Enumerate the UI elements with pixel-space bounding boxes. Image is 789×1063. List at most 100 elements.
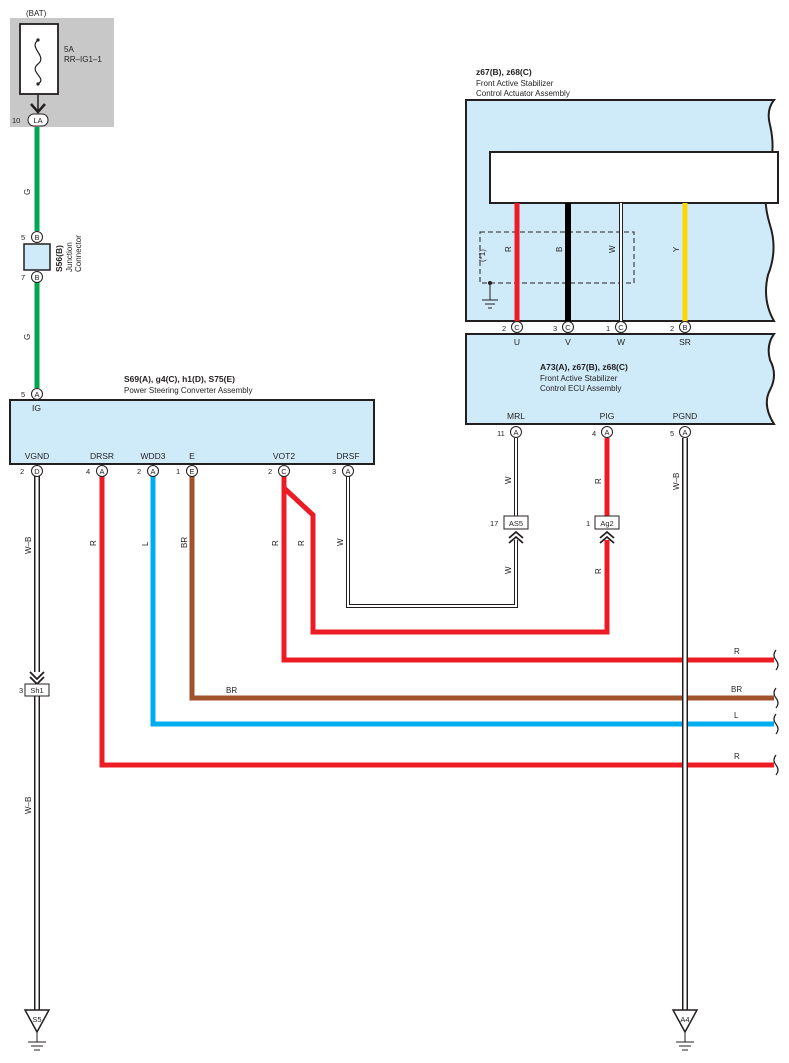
ecu-badge-pgnd	[679, 426, 691, 438]
ecu-body	[465, 333, 776, 425]
drsr-wire-color: R	[89, 540, 98, 546]
junction-name-line2: Connector	[74, 235, 83, 272]
ground-s5-label: S5	[32, 1015, 41, 1024]
actuator-name-line1: Front Active Stabilizer	[476, 79, 554, 88]
inline-connector-sh1: 3 Sh1	[19, 671, 50, 697]
ground-s5: S5	[23, 1009, 51, 1051]
offpage-label-3: L	[734, 711, 739, 720]
actuator-badge-v	[562, 321, 574, 333]
drsf-wire-outline	[346, 472, 518, 608]
ecu-ids: A73(A), z67(B), z68(C)	[540, 362, 628, 372]
ig-wire: G G	[23, 127, 40, 388]
junction-body	[23, 243, 51, 271]
actuator-label-u: U	[514, 337, 520, 347]
actuator-conn-u: C	[514, 323, 520, 332]
offpage-label-1: R	[734, 647, 740, 656]
sh1-id: Sh1	[30, 686, 43, 695]
conn-drsr: A	[99, 467, 104, 476]
ecu-label-pig: PIG	[600, 411, 615, 421]
pgnd-wire-color: W–B	[672, 473, 681, 490]
power-pin-number: 10	[12, 116, 20, 125]
fuse-name: RR–IG1–1	[64, 55, 102, 64]
junction-connector: 5 B 7 B S56(B) Junction Connector	[21, 231, 83, 283]
break-mark-icon	[773, 649, 779, 671]
vot2-wire-pig	[282, 486, 610, 635]
badge-drsf	[342, 465, 354, 477]
actuator-note: (*1)	[478, 249, 487, 262]
terminal-label-drsr: DRSR	[90, 451, 114, 461]
ecu-pin-pig: 4	[592, 429, 596, 438]
fuse-block: (BAT) 5A RR–IG1–1 10 LA	[10, 9, 114, 127]
power-connector-badge	[27, 113, 49, 127]
badge-e	[186, 465, 198, 477]
connector-chevron-icon	[508, 530, 524, 544]
vgnd-wire-color-top: W–B	[24, 537, 33, 554]
pig-wire-color-top: R	[594, 478, 603, 484]
actuator-ground-node	[488, 281, 492, 285]
conn-e: E	[189, 467, 194, 476]
connector-chevron-icon	[599, 530, 615, 544]
vot2-wire-color-b: R	[297, 540, 306, 546]
converter-ids: S69(A), g4(C), h1(D), S75(E)	[124, 374, 235, 384]
fuse-body	[19, 23, 59, 95]
terminal-label-vgnd: VGND	[25, 451, 50, 461]
actuator-label-v: V	[565, 337, 571, 347]
ecu-pin-mrl: 11	[497, 429, 505, 438]
ecu-badge-pig	[601, 426, 613, 438]
ground-point-icon	[23, 1009, 51, 1034]
terminal-label-drsf: DRSF	[336, 451, 359, 461]
junction-id: S56(B)	[54, 245, 64, 272]
offpage-label-4: R	[734, 752, 740, 761]
power-connector-id: LA	[33, 116, 42, 125]
break-mark-icon	[773, 754, 779, 776]
converter-body	[9, 399, 375, 465]
actuator-pin-v: 3	[553, 324, 557, 333]
actuator-pin-sr: 2	[670, 324, 674, 333]
drsr-wire	[99, 472, 774, 768]
fuse-terminal-bottom	[36, 82, 40, 86]
actuator-pin-w: 1	[606, 324, 610, 333]
actuator-conn-w: C	[618, 323, 624, 332]
vgnd-wire-color-bottom: W–B	[24, 797, 33, 814]
drsf-wire-color: W	[336, 538, 345, 546]
badge-vot2	[278, 465, 290, 477]
pig-wire-color-bottom: R	[594, 568, 603, 574]
actuator-motor-block	[489, 151, 779, 204]
conn-vgnd: D	[34, 467, 40, 476]
converter-wires: W–B W–B R L BR BR R R W 2 D 4 A 2 A 1	[20, 465, 774, 1010]
ecu-wires: W W R R W–B 11 A 4 A 5 A	[497, 426, 691, 1010]
ecu-badge-mrl	[510, 426, 522, 438]
as5-id: AS5	[509, 519, 523, 528]
badge-drsr	[96, 465, 108, 477]
junction-top-badge	[31, 231, 43, 243]
junction-bottom-connector: B	[34, 273, 39, 282]
as5-pin: 17	[490, 519, 498, 528]
junction-bottom-pin: 7	[21, 273, 25, 282]
ag2-id: Ag2	[600, 519, 613, 528]
mrl-wire-color-bottom: W	[504, 566, 513, 574]
ecu-assembly: A73(A), z67(B), z68(C) Front Active Stab…	[465, 321, 776, 425]
ecu-conn-pig: A	[604, 428, 609, 437]
ag2-box	[594, 515, 620, 530]
ig-wire-color-top: G	[23, 189, 32, 195]
ecu-name-line1: Front Active Stabilizer	[540, 374, 618, 383]
inline-connector-ag2: 1 Ag2	[586, 515, 620, 544]
e-wire-color: BR	[180, 537, 189, 548]
junction-bottom-badge	[31, 271, 43, 283]
badge-vgnd	[31, 465, 43, 477]
converter-name: Power Steering Converter Assembly	[124, 386, 253, 395]
actuator-wire-color-sr: Y	[672, 246, 681, 252]
converter-ig-label: IG	[32, 403, 41, 413]
actuator-sensor-dashed-box	[479, 231, 635, 284]
pin-vot2: 2	[268, 467, 272, 476]
ecu-label-pgnd: PGND	[673, 411, 698, 421]
pin-e: 1	[176, 467, 180, 476]
power-source-label: (BAT)	[26, 9, 47, 18]
ground-point-icon	[671, 1009, 699, 1034]
connector-chevron-icon	[29, 671, 45, 686]
terminal-label-e: E	[189, 451, 195, 461]
ecu-conn-pgnd: A	[682, 428, 687, 437]
terminal-label-vot2: VOT2	[273, 451, 295, 461]
ecu-label-mrl: MRL	[507, 411, 525, 421]
